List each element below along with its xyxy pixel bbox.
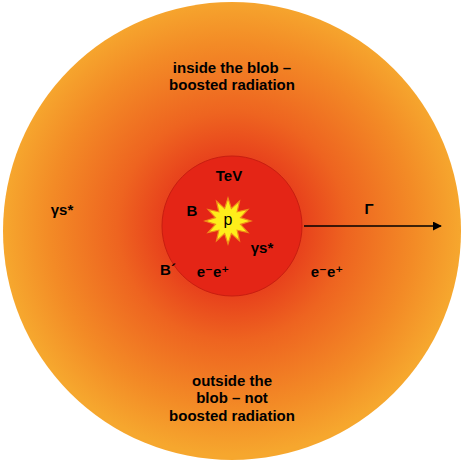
symbol-label: e⁻e⁺ bbox=[311, 263, 344, 280]
proton-star: p bbox=[205, 198, 251, 244]
region-caption: inside the blob – boosted radiation bbox=[159, 59, 305, 94]
star-burst bbox=[205, 198, 251, 244]
blob-circle: TeV Bγs* e⁻e⁺ p bbox=[161, 155, 303, 297]
symbol-label: TeV bbox=[216, 167, 242, 184]
region-caption: outside the blob – not boosted radiation bbox=[159, 372, 305, 424]
lorentz-factor-label: Γ bbox=[364, 200, 373, 217]
symbol-label: γs* bbox=[51, 201, 74, 218]
symbol-label: B bbox=[187, 202, 198, 219]
blob-disc bbox=[162, 156, 302, 296]
outer-region bbox=[3, 2, 461, 460]
symbol-label: e⁻e⁺ bbox=[197, 263, 230, 280]
symbol-label: p bbox=[224, 211, 233, 229]
symbol-label: γs* bbox=[251, 239, 274, 256]
symbol-label: B´ bbox=[160, 261, 176, 278]
